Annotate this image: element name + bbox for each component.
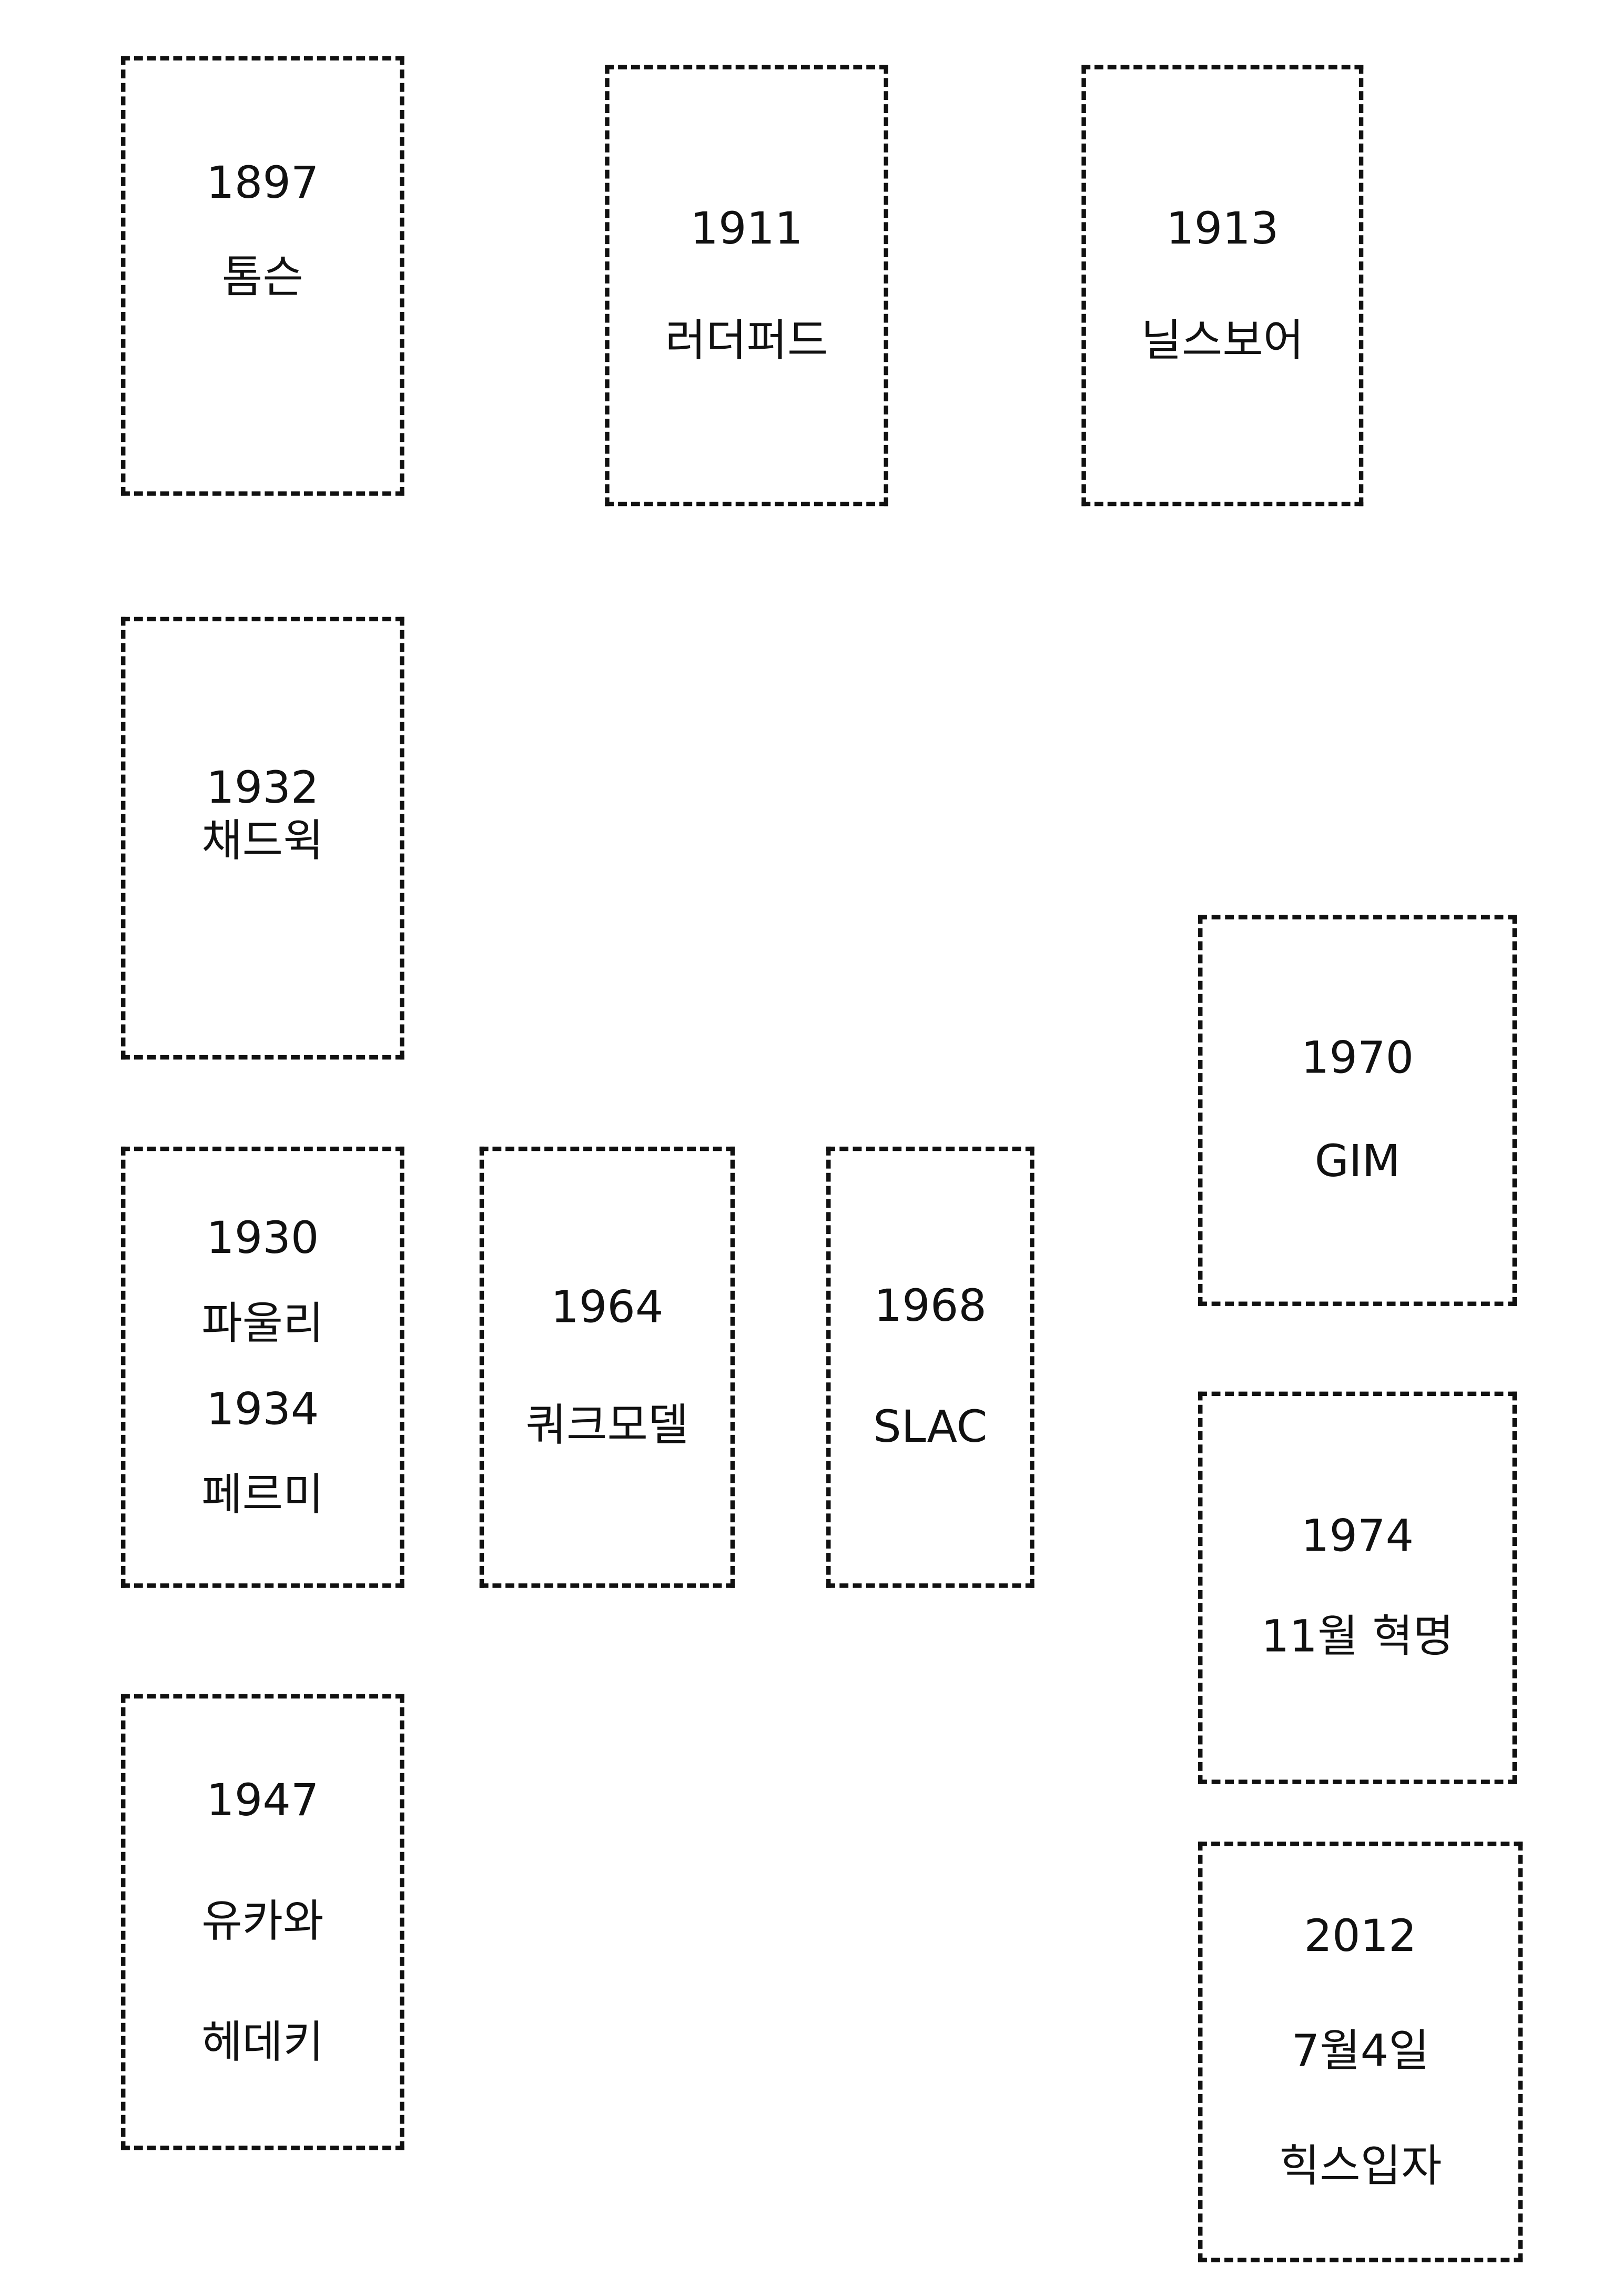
timeline-card: 1913 닐스보어: [1081, 65, 1364, 507]
card-label: 11월 혁명: [1261, 1611, 1454, 1663]
timeline-card: 1974 11월 혁명: [1198, 1391, 1517, 1784]
card-year: 1932: [206, 763, 319, 815]
timeline-card: 1964 쿼크모델: [479, 1146, 735, 1588]
card-year: 1974: [1301, 1511, 1414, 1563]
card-label: 유카와: [201, 1895, 324, 1947]
timeline-card: 1897 톰슨: [121, 56, 404, 496]
card-label: 7월4일: [1291, 2025, 1429, 2077]
card-label: 힉스입자: [1279, 2140, 1442, 2192]
card-label: 닐스보어: [1141, 315, 1304, 367]
card-year: 1947: [206, 1774, 319, 1826]
card-year: 1913: [1166, 203, 1279, 255]
timeline-card: 1911 러더퍼드: [605, 65, 888, 507]
card-label: 페르미: [201, 1469, 324, 1521]
card-label: 헤데키: [201, 2016, 324, 2068]
card-label: SLAC: [873, 1401, 988, 1453]
card-label: 톰슨: [221, 252, 303, 304]
card-year: 1930: [206, 1212, 319, 1264]
card-label: 채드윅: [201, 816, 324, 868]
card-year: 1897: [206, 158, 319, 210]
timeline-card: 1930 파울리 1934 페르미: [121, 1146, 404, 1588]
card-year: 1964: [551, 1281, 664, 1333]
card-year: 2012: [1304, 1910, 1417, 1962]
card-year: 1911: [690, 203, 803, 255]
card-label: 쿼크모델: [525, 1400, 689, 1452]
card-year: 1970: [1301, 1032, 1414, 1084]
card-label: 파울리: [201, 1298, 324, 1350]
card-year: 1968: [874, 1280, 987, 1332]
card-year: 1934: [206, 1383, 319, 1435]
card-label: 러더퍼드: [665, 315, 828, 367]
card-label: GIM: [1314, 1135, 1401, 1188]
